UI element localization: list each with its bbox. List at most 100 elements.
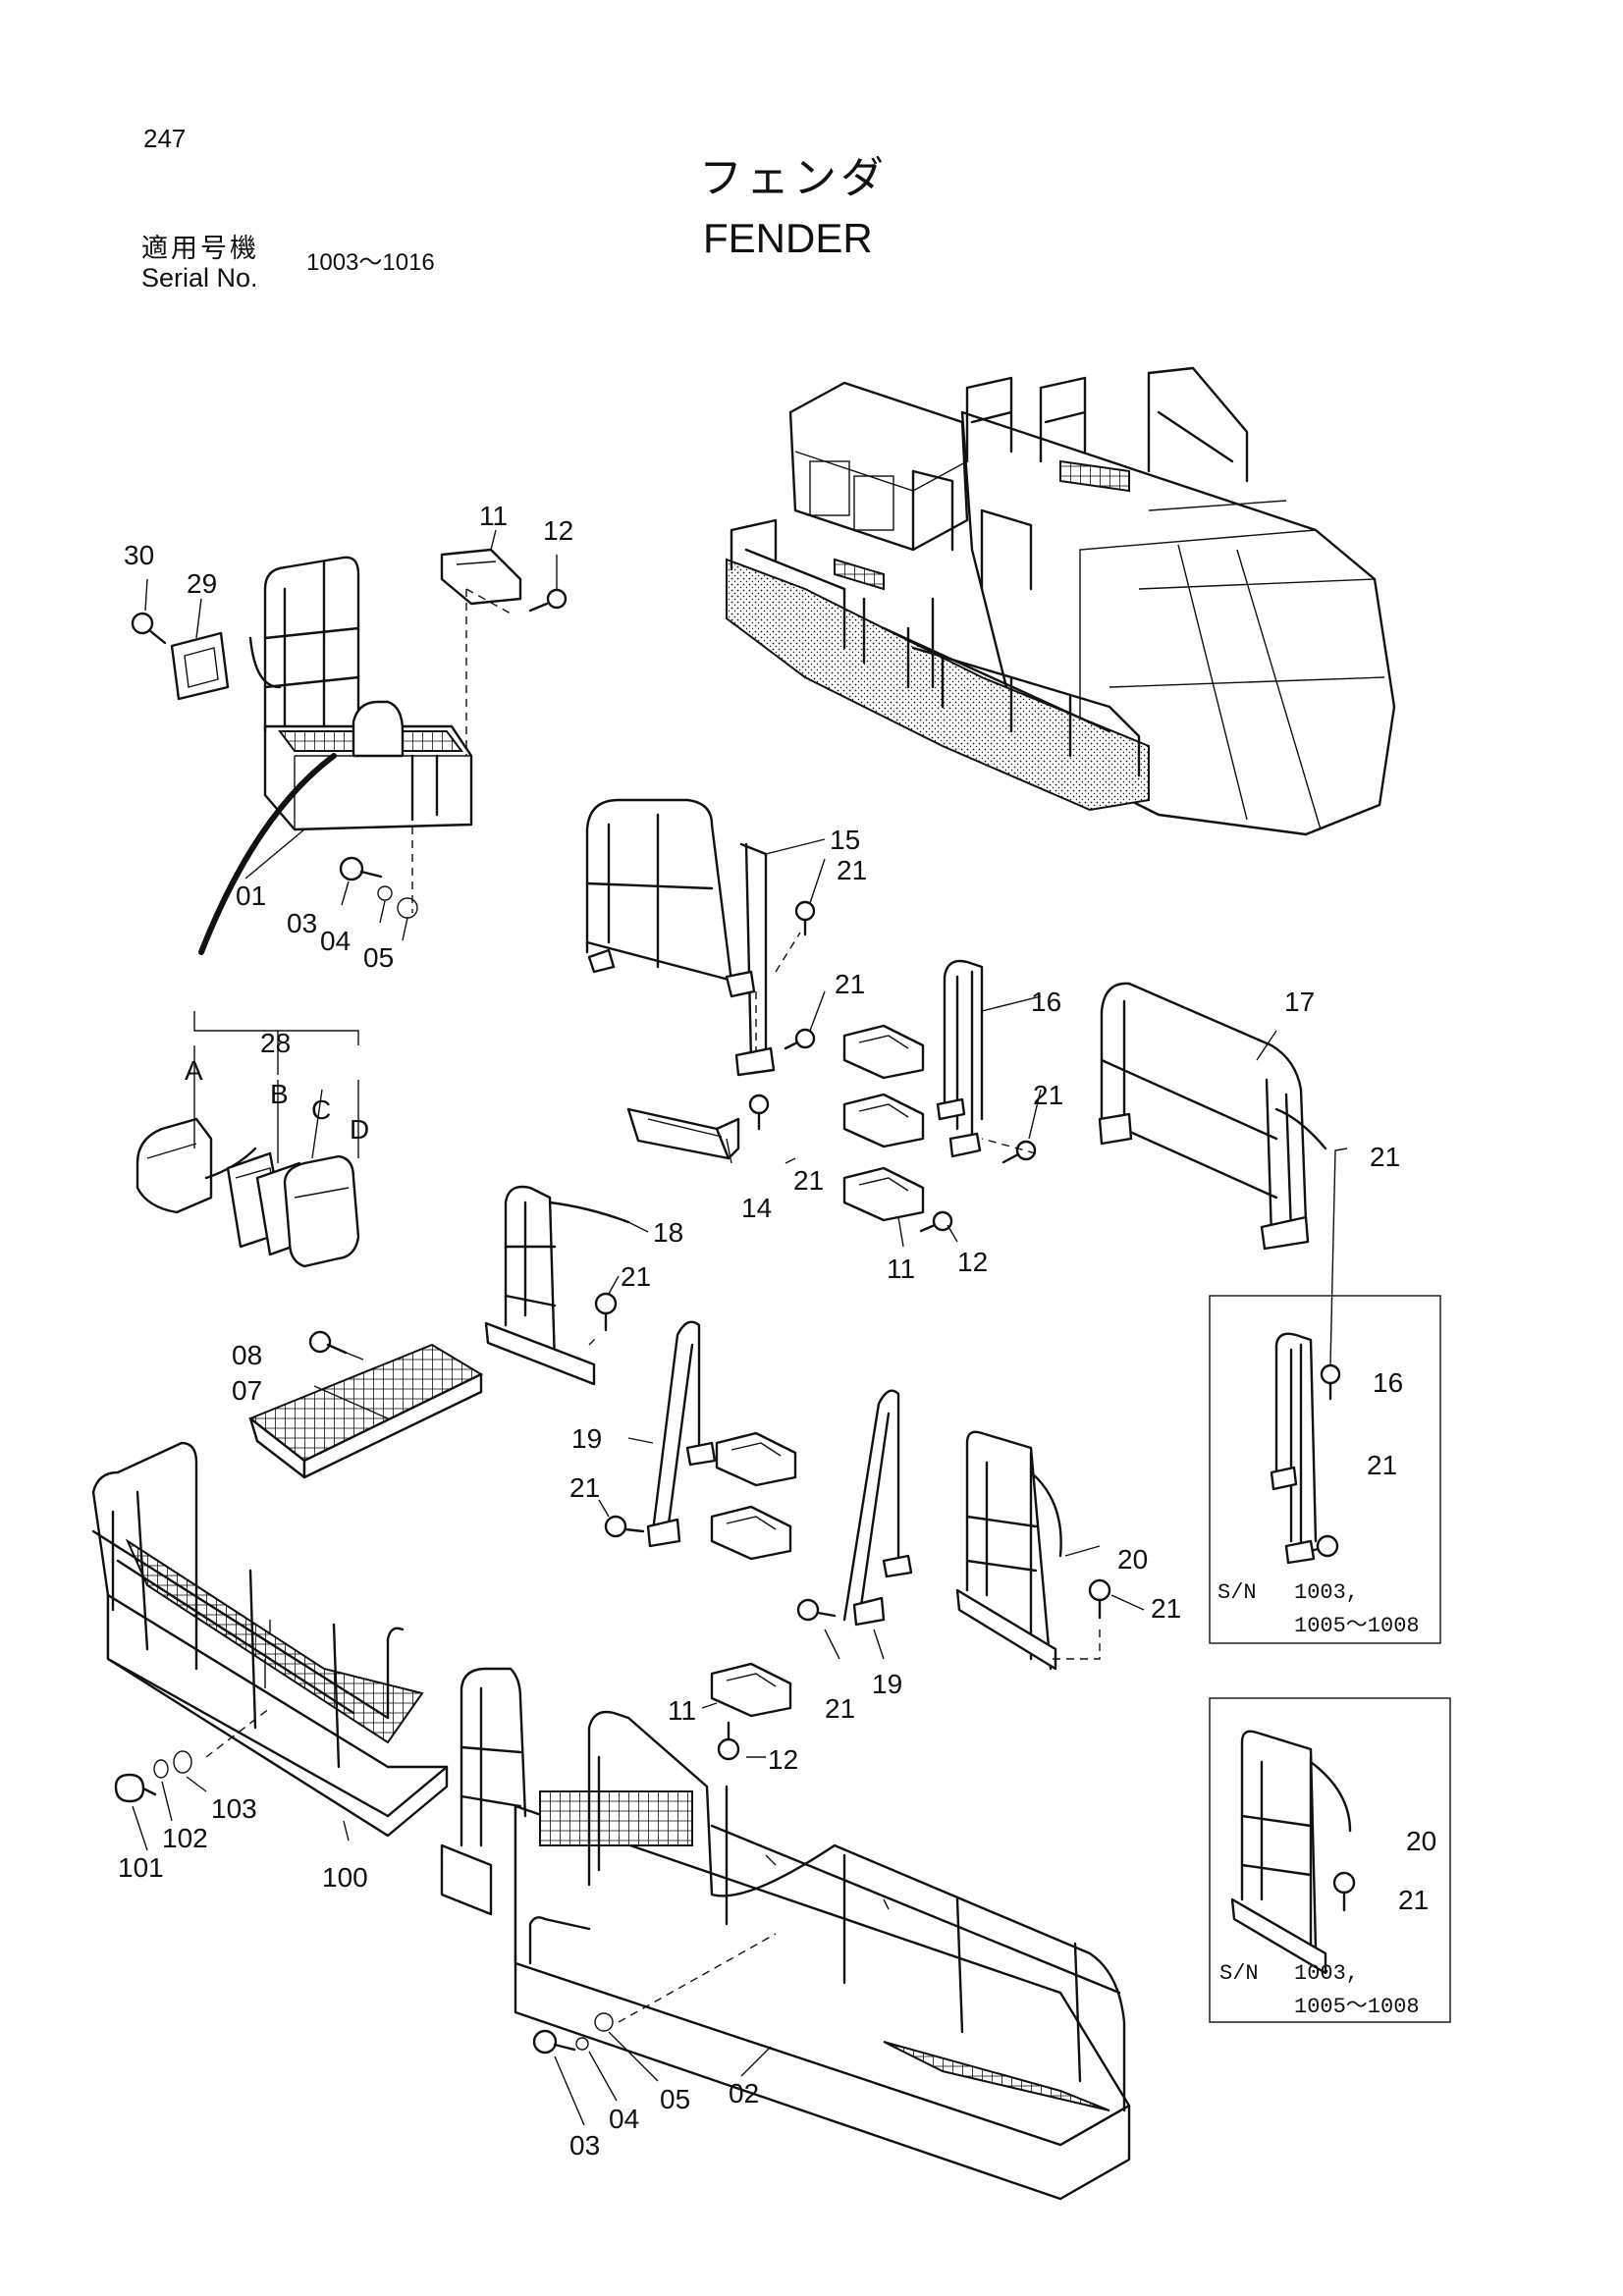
callout-21: 21 <box>835 969 865 999</box>
part-07-step-grating <box>248 1343 484 1479</box>
callout-12: 12 <box>768 1744 798 1775</box>
callout-20: 20 <box>1406 1826 1436 1856</box>
part-16-handrail <box>936 959 984 1158</box>
leader-lines <box>132 529 1348 2126</box>
callout-08: 08 <box>232 1340 262 1370</box>
inset-2-sn-line2: 1005～1008 <box>1294 1995 1420 2019</box>
lamp-cable <box>198 753 337 955</box>
callout-05: 05 <box>363 942 394 973</box>
callout-07: 07 <box>232 1375 262 1406</box>
inset-1-sn-label: S/N <box>1217 1580 1257 1605</box>
inset-2-serial-note: S/N 1003, 1005～1008 <box>1219 1961 1420 2019</box>
part-12-bolt-top <box>528 588 568 613</box>
inset-2-sn-label: S/N <box>1219 1961 1259 1986</box>
part-08-bolt <box>308 1330 348 1355</box>
callout-30: 30 <box>124 540 154 570</box>
part-17-railing <box>1098 982 1327 1251</box>
callout-04: 04 <box>609 2104 639 2134</box>
callout-12: 12 <box>543 515 573 546</box>
inset-1-serial-note: S/N 1003, 1005～1008 <box>1217 1580 1420 1638</box>
part-05-washer-top <box>397 897 418 919</box>
serial-range: 1003～1016 <box>306 249 435 276</box>
inset-2-part-20 <box>1230 1730 1352 1975</box>
callout-100: 100 <box>322 1862 368 1893</box>
part-100-deck <box>91 1441 449 1838</box>
part-19-handrail-a <box>646 1320 717 1548</box>
inset-2-sn-line1: 1003, <box>1294 1961 1359 1986</box>
callout-A: A <box>185 1055 203 1086</box>
callout-101: 101 <box>118 1852 164 1883</box>
inset-box-1 <box>1209 1295 1441 1644</box>
callout-11: 11 <box>479 501 508 531</box>
part-12-bolts <box>717 1210 953 1761</box>
callout-21: 21 <box>569 1472 600 1503</box>
part-19-handrail-b <box>842 1389 913 1627</box>
part-11-bracket-top <box>440 548 522 606</box>
callout-21: 21 <box>793 1165 824 1196</box>
callout-18: 18 <box>653 1217 683 1248</box>
part-30-bolt <box>131 612 167 645</box>
part-02-deck <box>440 1667 1131 2201</box>
callout-17: 17 <box>1284 987 1315 1017</box>
part-03-bolt-bottom <box>532 2029 576 2055</box>
inset-1-part-16 <box>1270 1332 1318 1565</box>
callout-16: 16 <box>1373 1367 1403 1398</box>
part-11-block-lower <box>710 1431 797 1718</box>
part-101-bolt <box>114 1773 157 1803</box>
part-04-washer-top <box>377 885 393 901</box>
callout-C: C <box>311 1095 331 1125</box>
callout-103: 103 <box>211 1793 257 1824</box>
machine-overview <box>726 366 1396 836</box>
inset-1-sn-line1: 1003, <box>1294 1580 1359 1605</box>
callout-labels: 30 29 11 12 01 03 04 05 28 A B C D 15 21… <box>118 501 1436 2161</box>
part-15-railing <box>585 798 776 1077</box>
callout-21: 21 <box>837 855 867 885</box>
inset-1-sn-line2: 1005～1008 <box>1294 1614 1420 1638</box>
part-03-bolt-top <box>339 856 383 881</box>
serial-label: Serial No. <box>141 263 258 293</box>
callout-B: B <box>270 1079 289 1109</box>
part-04-washer-bottom <box>575 2037 589 2051</box>
callout-29: 29 <box>187 568 217 599</box>
callout-03: 03 <box>569 2130 600 2161</box>
page-title: FENDER <box>703 215 873 261</box>
callout-102: 102 <box>162 1823 208 1853</box>
part-102-washer <box>153 1759 169 1779</box>
callout-01: 01 <box>236 881 266 911</box>
page-title-japanese: フェンダ <box>699 153 888 203</box>
callout-21: 21 <box>1398 1885 1429 1915</box>
callout-21: 21 <box>1370 1142 1400 1172</box>
part-11-blocks <box>842 1024 925 1222</box>
callout-20: 20 <box>1117 1544 1148 1575</box>
callout-14: 14 <box>741 1193 772 1223</box>
callout-05: 05 <box>660 2084 690 2114</box>
callout-D: D <box>350 1114 369 1145</box>
inset-box-2 <box>1209 1697 1451 2023</box>
part-103-washer <box>173 1750 192 1774</box>
callout-15: 15 <box>830 825 860 855</box>
callout-11: 11 <box>668 1695 696 1726</box>
callout-04: 04 <box>320 926 351 956</box>
callout-21: 21 <box>1151 1593 1181 1624</box>
part-14-bracket <box>626 1107 740 1160</box>
callout-02: 02 <box>729 2078 759 2109</box>
callout-21: 21 <box>1367 1450 1397 1480</box>
callout-28: 28 <box>260 1028 291 1058</box>
part-21-bolts <box>594 900 1356 1912</box>
callout-12: 12 <box>957 1247 988 1277</box>
part-01-platform <box>248 556 473 831</box>
part-28-lamp-assembly <box>135 1117 360 1268</box>
callout-16: 16 <box>1031 987 1061 1017</box>
part-20-railing <box>955 1430 1062 1671</box>
part-29-plate <box>170 631 230 701</box>
callout-03: 03 <box>287 908 317 938</box>
callout-19: 19 <box>571 1423 602 1454</box>
callout-21: 21 <box>1033 1080 1063 1110</box>
serial-label-japanese: 適用号機 <box>141 234 259 264</box>
page-number: 247 <box>143 124 187 153</box>
part-05-washer-bottom <box>594 2012 614 2032</box>
callout-11: 11 <box>887 1254 915 1284</box>
callout-19: 19 <box>872 1669 902 1699</box>
callout-21: 21 <box>621 1261 651 1292</box>
part-18-railing <box>484 1185 630 1386</box>
